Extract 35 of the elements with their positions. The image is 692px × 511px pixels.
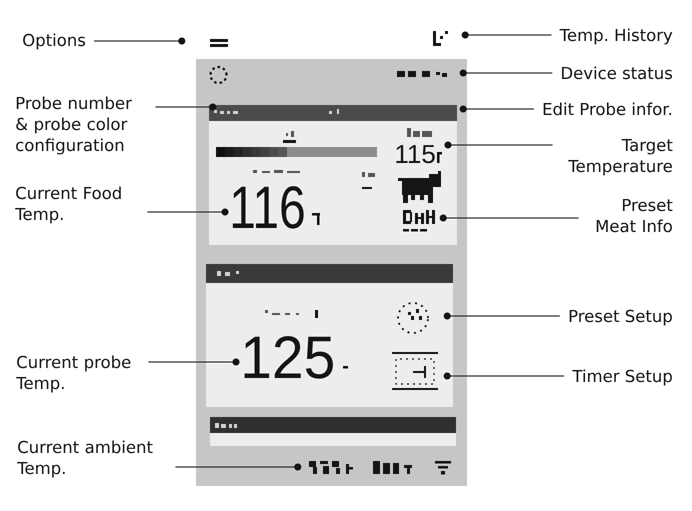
pixelated-text xyxy=(403,210,435,232)
callout-label: Current probe Temp. xyxy=(16,355,130,392)
callout-label: Probe number & probe color configuration xyxy=(16,96,132,154)
callout-label: Preset Setup xyxy=(570,310,672,326)
chart-icon xyxy=(433,31,448,46)
callout-label: Current Food Temp. xyxy=(15,186,121,224)
timer-icon xyxy=(392,352,438,390)
temperature-reading: 125 xyxy=(244,336,333,379)
callout-label: Device status xyxy=(562,66,672,80)
callout-label: Current ambient Temp. xyxy=(17,440,153,478)
leader-line xyxy=(462,32,552,38)
leader-line xyxy=(444,312,560,320)
callout-label: Edit Probe infor. xyxy=(544,102,672,116)
leader-line xyxy=(440,214,579,222)
leader-line xyxy=(147,208,228,216)
pixelated-text xyxy=(309,461,412,474)
callout-label: Options xyxy=(23,33,86,50)
menu-icon xyxy=(210,39,228,47)
callout-label: Timer Setup xyxy=(572,369,672,386)
leader-line xyxy=(175,464,302,470)
preset-icon xyxy=(397,302,429,334)
callout-label: Target Temperature xyxy=(568,138,672,176)
leader-line xyxy=(148,358,240,366)
status-bar-icons xyxy=(397,71,447,77)
temperature-reading: 116 xyxy=(232,186,304,229)
temperature-reading: 115 xyxy=(396,145,435,164)
header-bar xyxy=(209,105,457,121)
leader-line xyxy=(444,372,564,380)
leader-line xyxy=(460,70,552,76)
callout-label: Preset Meat Info xyxy=(596,198,672,232)
callout-label: Temp. History xyxy=(560,28,672,44)
leader-line xyxy=(155,104,216,110)
leader-line xyxy=(444,142,553,148)
leader-line xyxy=(460,106,534,112)
leader-line xyxy=(94,38,186,44)
